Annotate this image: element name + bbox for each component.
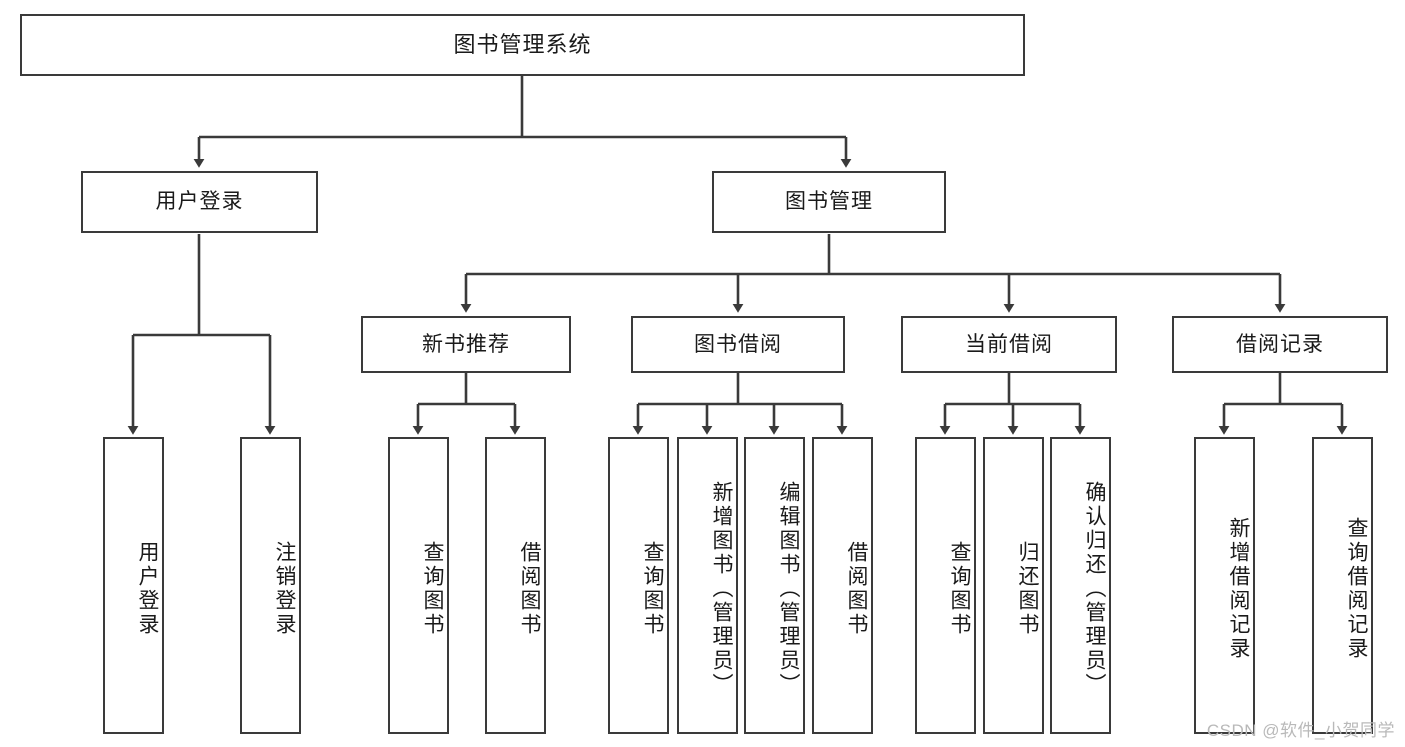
leaf-edit-book-admin-label: 编辑图书（管理员）: [777, 480, 800, 697]
leaf-borrow-book-1-label: 借阅图书: [518, 540, 541, 637]
node-book-management-label: 图书管理: [785, 190, 873, 214]
node-book-borrow-label: 图书借阅: [694, 332, 782, 356]
leaf-query-book-3[interactable]: 查询图书: [915, 437, 976, 734]
node-borrow-record[interactable]: 借阅记录: [1172, 316, 1388, 373]
leaf-add-book-admin[interactable]: 新增图书（管理员）: [677, 437, 738, 734]
node-current-borrow-label: 当前借阅: [965, 332, 1053, 356]
node-book-management[interactable]: 图书管理: [712, 171, 946, 233]
leaf-query-borrow-record[interactable]: 查询借阅记录: [1312, 437, 1373, 734]
leaf-query-book-2-label: 查询图书: [641, 540, 664, 637]
leaf-add-borrow-record-label: 新增借阅记录: [1227, 516, 1250, 661]
leaf-confirm-return-admin[interactable]: 确认归还（管理员）: [1050, 437, 1111, 734]
leaf-query-book-2[interactable]: 查询图书: [608, 437, 669, 734]
leaf-add-book-admin-label: 新增图书（管理员）: [710, 480, 733, 697]
leaf-query-book-1-label: 查询图书: [421, 540, 444, 637]
node-user-login-label: 用户登录: [155, 190, 244, 214]
node-user-login[interactable]: 用户登录: [81, 171, 318, 233]
leaf-borrow-book-1[interactable]: 借阅图书: [485, 437, 546, 734]
node-root-label: 图书管理系统: [453, 31, 592, 57]
leaf-borrow-book-2[interactable]: 借阅图书: [812, 437, 873, 734]
leaf-return-book[interactable]: 归还图书: [983, 437, 1044, 734]
leaf-borrow-book-2-label: 借阅图书: [845, 540, 868, 637]
node-new-book-recommend[interactable]: 新书推荐: [361, 316, 571, 373]
leaf-query-book-3-label: 查询图书: [948, 540, 971, 637]
node-book-borrow[interactable]: 图书借阅: [631, 316, 845, 373]
leaf-query-borrow-record-label: 查询借阅记录: [1345, 516, 1368, 661]
leaf-query-book-1[interactable]: 查询图书: [388, 437, 449, 734]
node-borrow-record-label: 借阅记录: [1236, 332, 1324, 356]
leaf-return-book-label: 归还图书: [1016, 540, 1039, 637]
leaf-logout[interactable]: 注销登录: [240, 437, 301, 734]
node-current-borrow[interactable]: 当前借阅: [901, 316, 1117, 373]
leaf-add-borrow-record[interactable]: 新增借阅记录: [1194, 437, 1255, 734]
node-root[interactable]: 图书管理系统: [20, 14, 1025, 76]
leaf-user-login-label: 用户登录: [136, 540, 159, 637]
leaf-user-login[interactable]: 用户登录: [103, 437, 164, 734]
leaf-edit-book-admin[interactable]: 编辑图书（管理员）: [744, 437, 805, 734]
leaf-logout-label: 注销登录: [273, 540, 296, 637]
leaf-confirm-return-admin-label: 确认归还（管理员）: [1083, 480, 1106, 697]
node-new-book-recommend-label: 新书推荐: [422, 332, 510, 356]
